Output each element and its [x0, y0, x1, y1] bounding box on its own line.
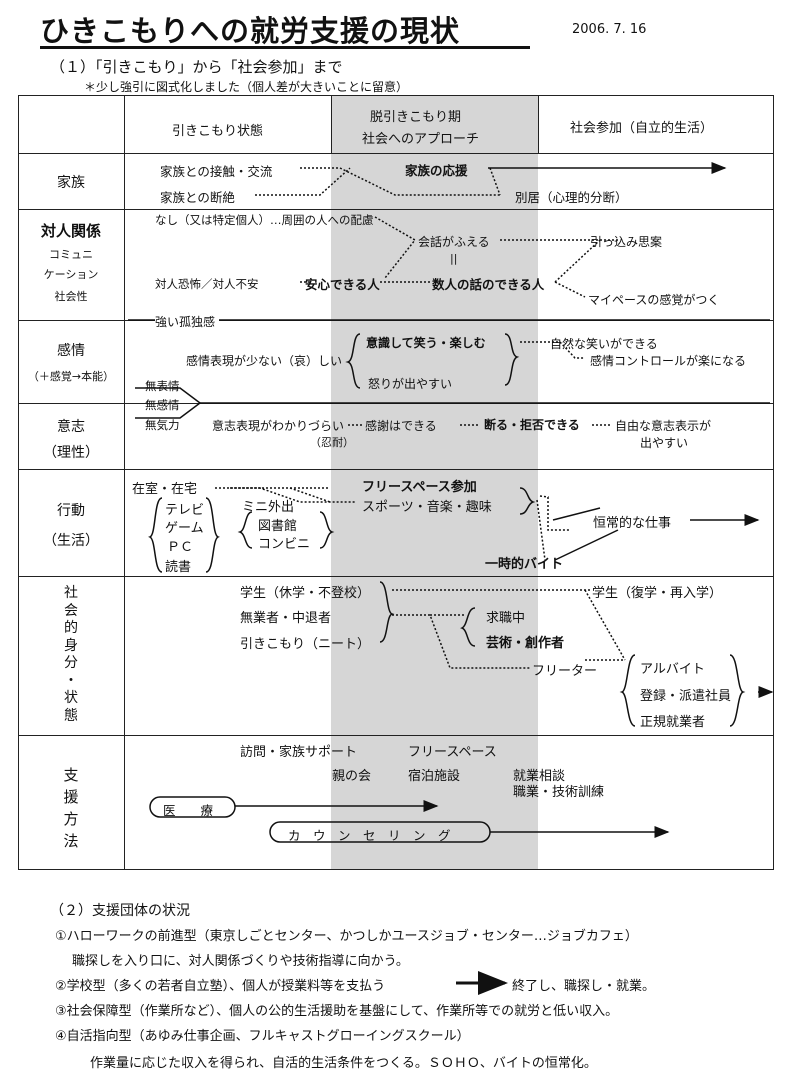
family-support: 家族の応援	[405, 163, 468, 178]
will-hard-express: 意志表現がわかりづらい	[212, 419, 345, 433]
emotion-emotionless: 無感情	[145, 398, 180, 412]
support-free-space: フリースペース	[408, 745, 497, 760]
row-label-relations: 対人関係	[40, 222, 101, 240]
column-divider	[331, 95, 332, 153]
status-neet: 引きこもり（ニート）	[240, 637, 371, 652]
action-mini-outing: ミニ外出	[242, 500, 295, 515]
action-library: 図書館	[258, 519, 298, 534]
status-unemployed: 無業者・中退者	[240, 611, 332, 626]
row-sublabel-cation: ケーション	[43, 268, 99, 281]
emotion-loneliness: 強い孤独感	[155, 313, 220, 330]
row-label-action: 行動	[57, 503, 85, 519]
emotion-anger: 怒りが出やすい	[368, 377, 453, 391]
column-header-approach: 社会へのアプローチ	[362, 132, 480, 147]
section1-note: ＊少し強引に図式化しました（個人差が大きいことに留意）	[84, 80, 409, 94]
column-header-transition: 脱引きこもり期	[370, 110, 462, 125]
relations-shy: 引っ込み思案	[590, 235, 663, 249]
status-freeter: フリーター	[532, 664, 598, 679]
will-patience: （忍耐）	[310, 436, 354, 449]
action-hobbies: スポーツ・音楽・趣味	[362, 500, 492, 515]
will-refuse: 断る・拒否できる	[484, 418, 580, 432]
row-divider	[18, 209, 774, 210]
status-student-leave: 学生（休学・不登校）	[240, 586, 371, 601]
will-free-expression-2: 出やすい	[640, 436, 689, 450]
row-divider	[18, 576, 774, 577]
row-sublabel-action: （生活）	[43, 533, 99, 549]
family-contact: 家族との接触・交流	[160, 164, 273, 179]
support-vocational-training: 職業・技術訓練	[513, 785, 605, 800]
row-label-support: 支援方法	[63, 766, 79, 850]
section2-line3a: ②学校型（多くの若者自立塾）、個人が授業料等を支払う	[55, 979, 386, 994]
action-game: ゲーム	[165, 521, 204, 536]
relations-safe-person: 安心できる人	[305, 277, 380, 292]
section2-line2: 職探しを入り口に、対人関係づくりや技術指導に向かう。	[72, 954, 409, 969]
label-column-divider	[124, 95, 125, 870]
status-regular: 正規就業者	[640, 715, 706, 730]
column-header-participation: 社会参加（自立的生活）	[570, 121, 714, 136]
family-severed: 家族との断絶	[160, 190, 235, 205]
action-tv: テレビ	[165, 503, 205, 518]
relations-fear: 対人恐怖／対人不安	[155, 277, 259, 291]
column-divider	[538, 95, 539, 153]
action-temp-job: 一時的バイト	[485, 557, 564, 572]
support-counseling: カ ウ ン セ リ ン グ	[288, 828, 451, 843]
action-convenience-store: コンビニ	[258, 537, 311, 552]
relations-none: なし（又は特定個人）…周囲の人への配慮	[155, 213, 374, 227]
transition-column-shade	[331, 95, 538, 870]
row-sublabel-will: （理性）	[43, 445, 99, 461]
row-label-emotion: 感情	[57, 343, 85, 359]
page-title: ひきこもりへの就労支援の現状	[40, 14, 461, 48]
action-at-home: 在室・在宅	[132, 482, 198, 497]
diagram-table	[18, 95, 774, 870]
row-label-status: 社会的身分・状態	[64, 585, 78, 724]
support-parents-group: 親の会	[332, 769, 372, 784]
emotion-control: 感情コントロールが楽になる	[590, 354, 747, 368]
emotion-low-expression: 感情表現が少ない（哀）しい	[186, 354, 343, 368]
status-dispatch: 登録・派遣社員	[640, 689, 732, 704]
support-medical: 医 療	[163, 803, 214, 818]
section2-line5: ④自活指向型（あゆみ仕事企画、フルキャストグローイングスクール）	[55, 1029, 470, 1044]
support-visit: 訪問・家族サポート	[240, 745, 358, 760]
row-sublabel-emotion: （＋感覚→本能）	[27, 370, 115, 383]
status-job-seeking: 求職中	[486, 611, 526, 626]
action-reading: 読書	[165, 560, 192, 575]
section2-line4: ③社会保障型（作業所など）、個人の公的生活援助を基盤にして、作業所等での就労と低…	[55, 1004, 619, 1019]
section1-heading: （１）「引きこもり」から「社会参加」まで	[50, 58, 343, 76]
row-divider	[18, 735, 774, 736]
section2-line3b: 終了し、職探し・就業。	[512, 979, 656, 994]
action-free-space: フリースペース参加	[362, 480, 477, 495]
status-artist: 芸術・創作者	[486, 636, 565, 651]
action-pc: ＰＣ	[167, 540, 194, 555]
row-sublabel-sociality: 社会性	[54, 290, 88, 303]
relations-few-people: 数人の話のできる人	[432, 277, 545, 292]
document-date: 2006. 7. 16	[572, 22, 647, 37]
section2-heading: （２）支援団体の状況	[50, 903, 190, 919]
will-free-expression: 自由な意志表示が	[615, 419, 712, 433]
row-divider	[18, 153, 774, 154]
emotion-apathy: 無気力	[145, 418, 180, 432]
support-employment-consult: 就業相談	[513, 769, 566, 784]
section2-line6: 作業量に応じた収入を得られ、自活的生活条件をつくる。ＳＯＨＯ、バイトの恒常化。	[90, 1056, 597, 1071]
row-divider	[18, 469, 774, 470]
support-lodging: 宿泊施設	[408, 769, 461, 784]
section2-line1: ①ハローワークの前進型（東京しごとセンター、かつしかユースジョブ・センター…ジョ…	[55, 929, 638, 944]
emotion-natural-laugh: 自然な笑いができる	[550, 337, 658, 351]
emotion-expressionless: 無表情	[145, 379, 180, 393]
relations-equal: ||	[450, 252, 458, 265]
emotion-laugh: 意識して笑う・楽しむ	[366, 336, 486, 350]
family-separate: 別居（心理的分断）	[515, 190, 628, 205]
status-part-time: アルバイト	[640, 662, 705, 677]
relations-own-pace: マイペースの感覚がつく	[588, 293, 720, 307]
relations-more-talk: 会話がふえる	[418, 235, 490, 249]
will-gratitude: 感謝はできる	[365, 419, 437, 433]
row-label-family: 家族	[57, 175, 85, 191]
action-steady-job: 恒常的な仕事	[593, 516, 672, 531]
column-header-withdrawn: 引きこもり状態	[172, 124, 264, 139]
row-label-will: 意志	[57, 419, 85, 435]
status-student-return: 学生（復学・再入学）	[592, 586, 723, 601]
title-underline	[40, 46, 530, 49]
row-sublabel-communi: コミュニ	[49, 248, 93, 261]
